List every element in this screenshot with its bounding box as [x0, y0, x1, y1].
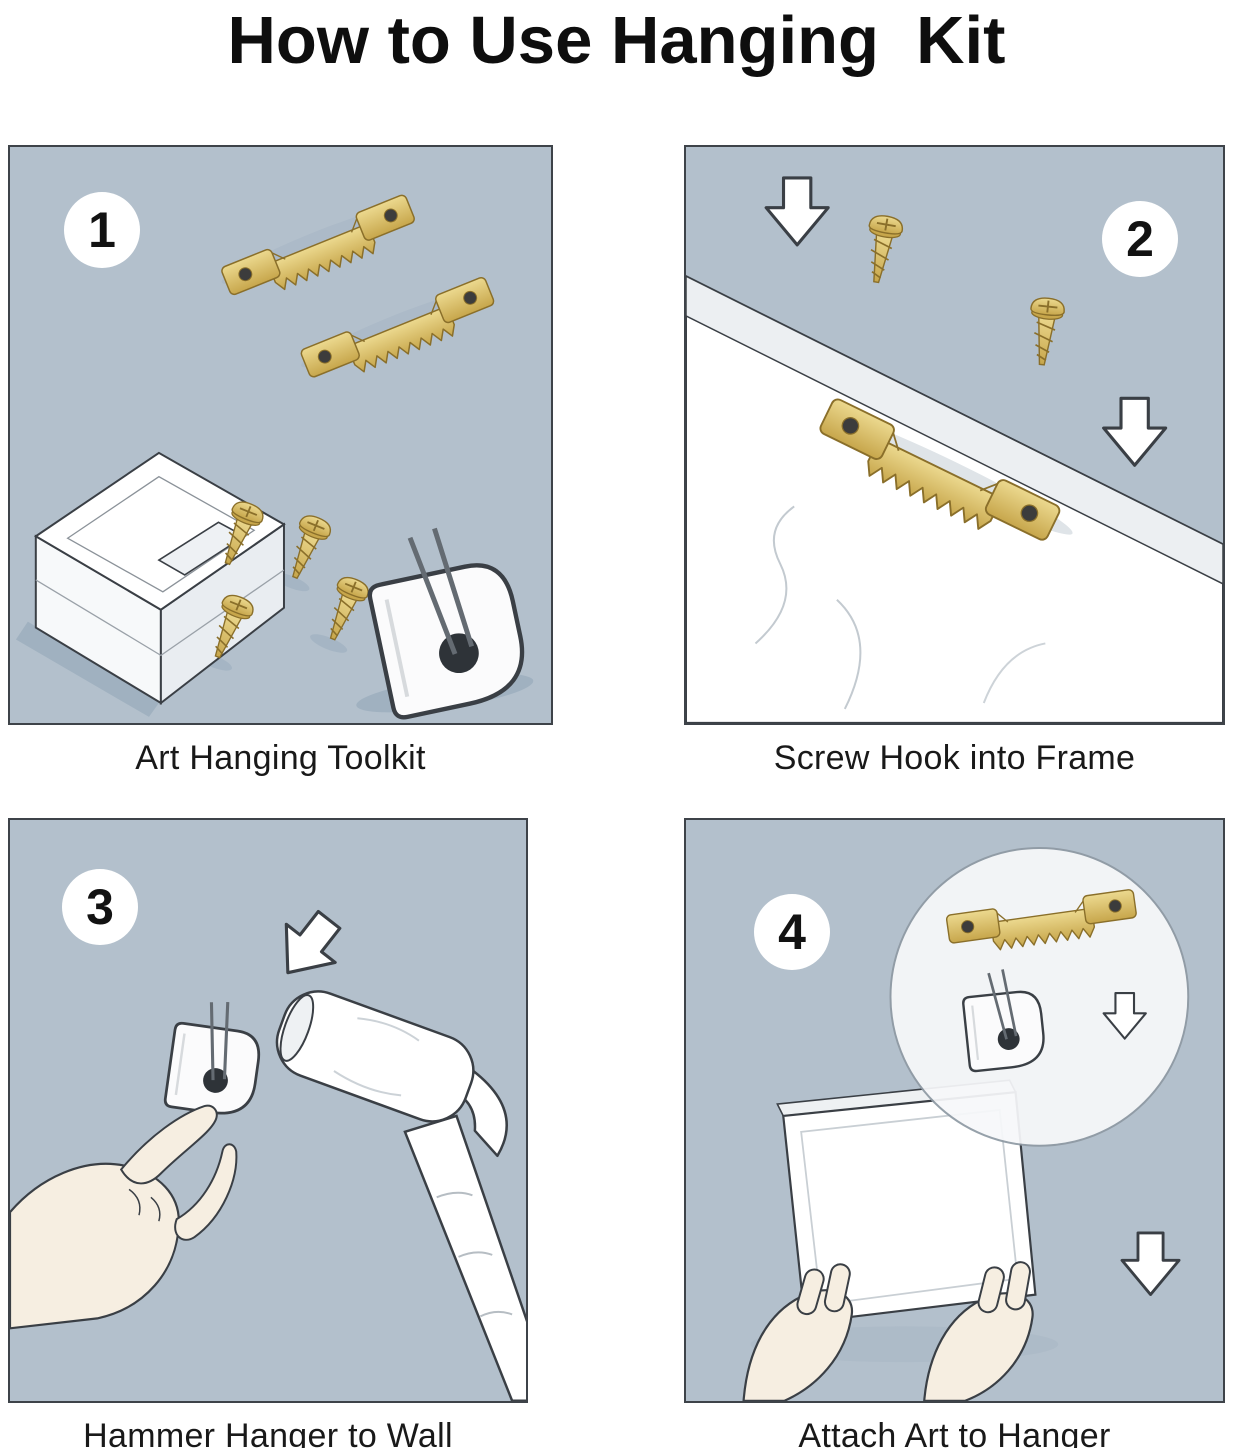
arrow-down-icon: [1102, 396, 1168, 467]
sawtooth-hanger-icon: [219, 193, 422, 310]
step-1-figure: 1 Art Hanging Toolkit: [8, 145, 553, 778]
step-number-badge: 2: [1102, 201, 1178, 277]
arrow-down-icon: [764, 176, 830, 247]
step-number-badge: 4: [754, 894, 830, 970]
step-3-figure: 3 Hammer Hanger to Wall: [8, 818, 528, 1448]
box-shadow: [15, 621, 159, 717]
sawtooth-hanger-icon: [299, 275, 502, 392]
step-2-panel: 2: [684, 145, 1225, 725]
attach-art-illustration: [742, 846, 1190, 1401]
step-4-figure: 4 Attach Art to Hanger: [684, 818, 1225, 1448]
step-caption: Hammer Hanger to Wall: [83, 1417, 453, 1448]
step-4-panel: 4: [684, 818, 1225, 1403]
step-3-panel: 3: [8, 818, 528, 1403]
step-caption: Art Hanging Toolkit: [135, 739, 426, 777]
screw-icon: [316, 572, 373, 646]
screw-icon: [858, 212, 906, 286]
hammer-icon: [275, 990, 526, 1401]
step-2-figure: 2 Screw Hook into Frame: [684, 145, 1225, 778]
hand-icon: [923, 1261, 1034, 1401]
screw-hook-illustration: [686, 176, 1223, 723]
hand-icon: [10, 1104, 238, 1330]
step-1-panel: 1: [8, 145, 553, 725]
wall-hook-icon: [162, 993, 268, 1120]
hammer-hanger-illustration: [10, 899, 526, 1401]
arrow-down-icon: [261, 899, 356, 994]
screw-icon: [279, 511, 335, 585]
step-caption: Attach Art to Hanger: [798, 1417, 1111, 1448]
step-number-badge: 1: [64, 192, 140, 268]
toolkit-illustration: [15, 193, 551, 723]
screw-icon: [1024, 295, 1067, 368]
wall-hook-icon: [359, 516, 532, 720]
step-number-badge: 3: [62, 869, 138, 945]
arrow-down-icon: [1120, 1231, 1181, 1296]
page-title: How to Use Hanging Kit: [227, 3, 1006, 78]
storage-box-icon: [33, 451, 286, 706]
magnifier-detail-icon: [889, 846, 1190, 1147]
hand-icon: [742, 1263, 853, 1401]
step-caption: Screw Hook into Frame: [773, 739, 1136, 777]
